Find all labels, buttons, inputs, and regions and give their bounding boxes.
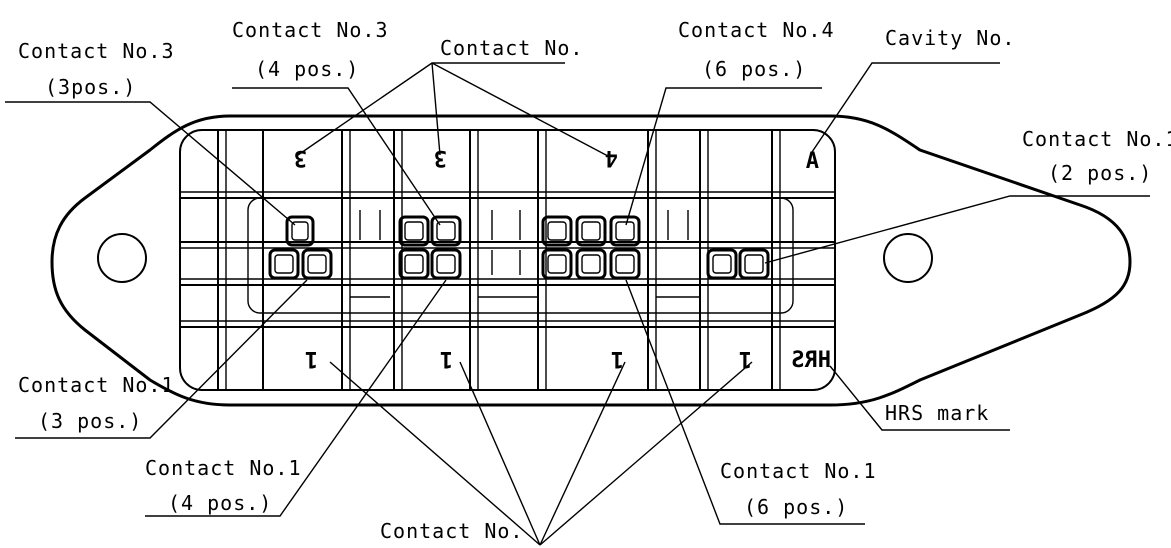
- label-contact-no3-3pos-sub: (3pos.): [45, 75, 136, 99]
- pad-4pos-la: [398, 248, 430, 280]
- label-contact-no3-4pos-title: Contact No.3: [232, 18, 389, 42]
- label-contact-no1-2pos-title: Contact No.1: [1022, 127, 1171, 151]
- contact-pads: [268, 215, 770, 280]
- pad-2pos-b: [738, 248, 770, 280]
- pad-6pos-uc: [609, 215, 641, 247]
- leader-lines: [5, 62, 1150, 546]
- pad-6pos-lb: [575, 248, 607, 280]
- left-mounting-hole: [97, 233, 147, 283]
- pad-6pos-la: [541, 248, 573, 280]
- right-mounting-hole: [883, 233, 933, 283]
- label-contact-no1-6pos-title: Contact No.1: [720, 459, 877, 483]
- cavity-letter: A: [806, 149, 819, 174]
- digit-1-a: 1: [305, 346, 318, 371]
- label-contact-no1-6pos-sub: (6 pos.): [744, 495, 848, 519]
- label-contact-no1-2pos-sub: (2 pos.): [1048, 161, 1152, 185]
- pad-4pos-ub: [430, 215, 462, 247]
- pad-4pos-lb: [430, 248, 462, 280]
- pad-2pos-a: [706, 248, 738, 280]
- label-contact-no-bottom: Contact No.: [380, 519, 523, 543]
- connector-outline: [50, 114, 1132, 407]
- pad-6pos-ub: [575, 215, 607, 247]
- label-contact-no1-4pos-title: Contact No.1: [145, 456, 302, 480]
- label-contact-no3-3pos-title: Contact No.3: [18, 39, 175, 63]
- label-contact-no1-3pos-title: Contact No.1: [18, 373, 175, 397]
- digit-1-c: 1: [611, 346, 624, 371]
- digit-4: 4: [605, 145, 618, 170]
- pad-3pos-lower-b: [301, 248, 333, 280]
- digit-3-middle: 3: [434, 145, 447, 170]
- label-contact-no4-6pos-title: Contact No.4: [678, 18, 835, 42]
- label-contact-no1-3pos-sub: (3 pos.): [38, 409, 142, 433]
- digit-3-left: 3: [294, 145, 307, 170]
- digit-1-b: 1: [440, 346, 453, 371]
- embossed-marks: 3 3 4 A 1 1 1 1 HRS: [294, 145, 831, 373]
- pad-4pos-ua: [398, 215, 430, 247]
- label-contact-no4-6pos-sub: (6 pos.): [702, 57, 806, 81]
- cavity-grid: [180, 130, 835, 390]
- label-contact-no-top: Contact No.: [440, 36, 583, 60]
- pad-3pos-lower-a: [268, 248, 300, 280]
- pad-3pos-upper: [285, 215, 315, 247]
- callout-labels: Contact No.3 (3pos.) Contact No.3 (4 pos…: [18, 18, 1171, 543]
- hrs-logo-mark: HRS: [791, 348, 831, 373]
- label-cavity-no: Cavity No.: [885, 26, 1015, 50]
- pad-6pos-ua: [541, 215, 573, 247]
- label-contact-no3-4pos-sub: (4 pos.): [255, 57, 359, 81]
- label-contact-no1-4pos-sub: (4 pos.): [168, 491, 272, 515]
- label-hrs-mark: HRS mark: [885, 401, 989, 425]
- pad-6pos-lc: [609, 248, 641, 280]
